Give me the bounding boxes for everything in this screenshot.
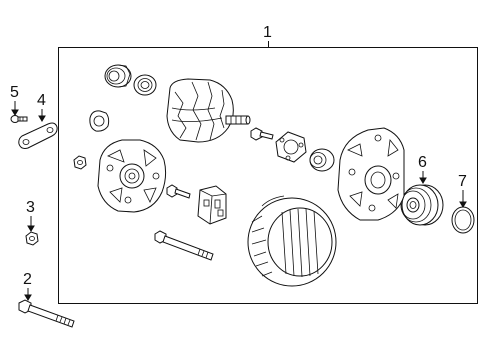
bracket-part (18, 122, 58, 149)
callout-4[interactable]: 4 (37, 92, 46, 122)
through-bolt (154, 230, 214, 261)
callout-2[interactable]: 2 (23, 271, 32, 301)
callout-4-number: 4 (37, 92, 46, 109)
callout-5-number: 5 (10, 84, 19, 101)
drive-end-frame (97, 139, 167, 213)
callout-2-number: 2 (23, 271, 32, 288)
rear-housing (337, 127, 405, 221)
rear-plate (275, 131, 307, 163)
short-bolt (166, 184, 191, 199)
voltage-regulator (197, 185, 227, 225)
callout-7-number: 7 (458, 173, 467, 190)
callout-3-number: 3 (26, 199, 35, 216)
screw-part (10, 115, 28, 123)
long-bolt-part (18, 299, 75, 328)
snap-ring-part (451, 206, 475, 234)
callout-3[interactable]: 3 (26, 199, 35, 232)
bearing-cover (104, 64, 132, 88)
spacer (89, 110, 110, 132)
nut-part (25, 231, 39, 246)
callout-6-number: 6 (418, 154, 427, 171)
rear-bearing (309, 148, 335, 172)
callout-5[interactable]: 5 (10, 84, 19, 116)
stator (247, 195, 337, 287)
callout-1-number: 1 (263, 24, 272, 41)
rotor (166, 78, 251, 143)
inner-nut (73, 155, 87, 170)
front-bearing (133, 74, 157, 96)
callout-7[interactable]: 7 (458, 173, 467, 208)
callout-6[interactable]: 6 (418, 154, 427, 184)
callout-1[interactable]: 1 (263, 24, 272, 48)
rear-bolt (250, 127, 274, 141)
pulley-part (400, 184, 444, 226)
